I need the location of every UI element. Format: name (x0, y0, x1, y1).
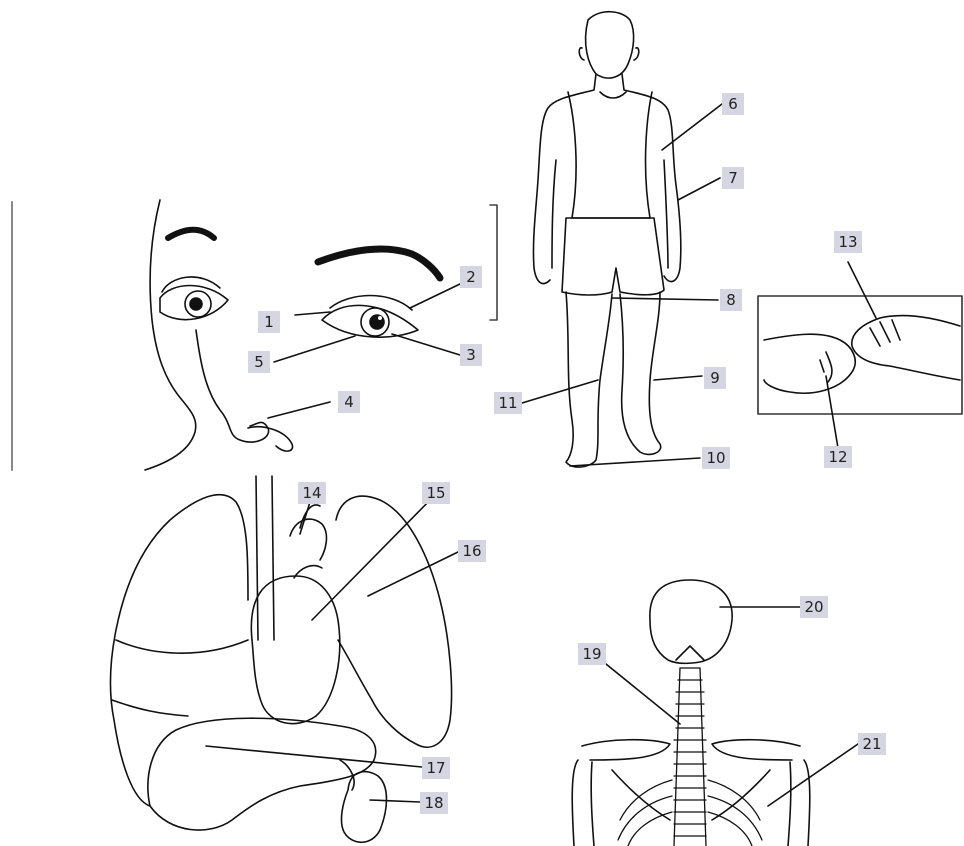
label-8: 8 (720, 289, 742, 311)
label-7: 7 (722, 167, 744, 189)
label-20: 20 (800, 596, 828, 618)
label-4: 4 (338, 391, 360, 413)
label-19: 19 (578, 643, 606, 665)
skeleton-back-illustration (572, 580, 858, 846)
label-15: 15 (422, 482, 450, 504)
body-front-illustration (522, 12, 722, 467)
thorax-organs-illustration (110, 476, 458, 842)
label-5: 5 (248, 351, 270, 373)
label-11: 11 (494, 392, 522, 414)
label-2: 2 (460, 266, 482, 288)
label-3: 3 (460, 344, 482, 366)
face-illustration (12, 200, 497, 470)
label-12: 12 (824, 446, 852, 468)
label-14: 14 (298, 482, 326, 504)
label-9: 9 (704, 367, 726, 389)
label-13: 13 (834, 231, 862, 253)
label-17: 17 (422, 757, 450, 779)
label-18: 18 (420, 792, 448, 814)
label-10: 10 (702, 447, 730, 469)
label-21: 21 (858, 733, 886, 755)
hands-illustration (758, 242, 962, 448)
label-6: 6 (722, 93, 744, 115)
label-1: 1 (258, 311, 280, 333)
label-16: 16 (458, 540, 486, 562)
